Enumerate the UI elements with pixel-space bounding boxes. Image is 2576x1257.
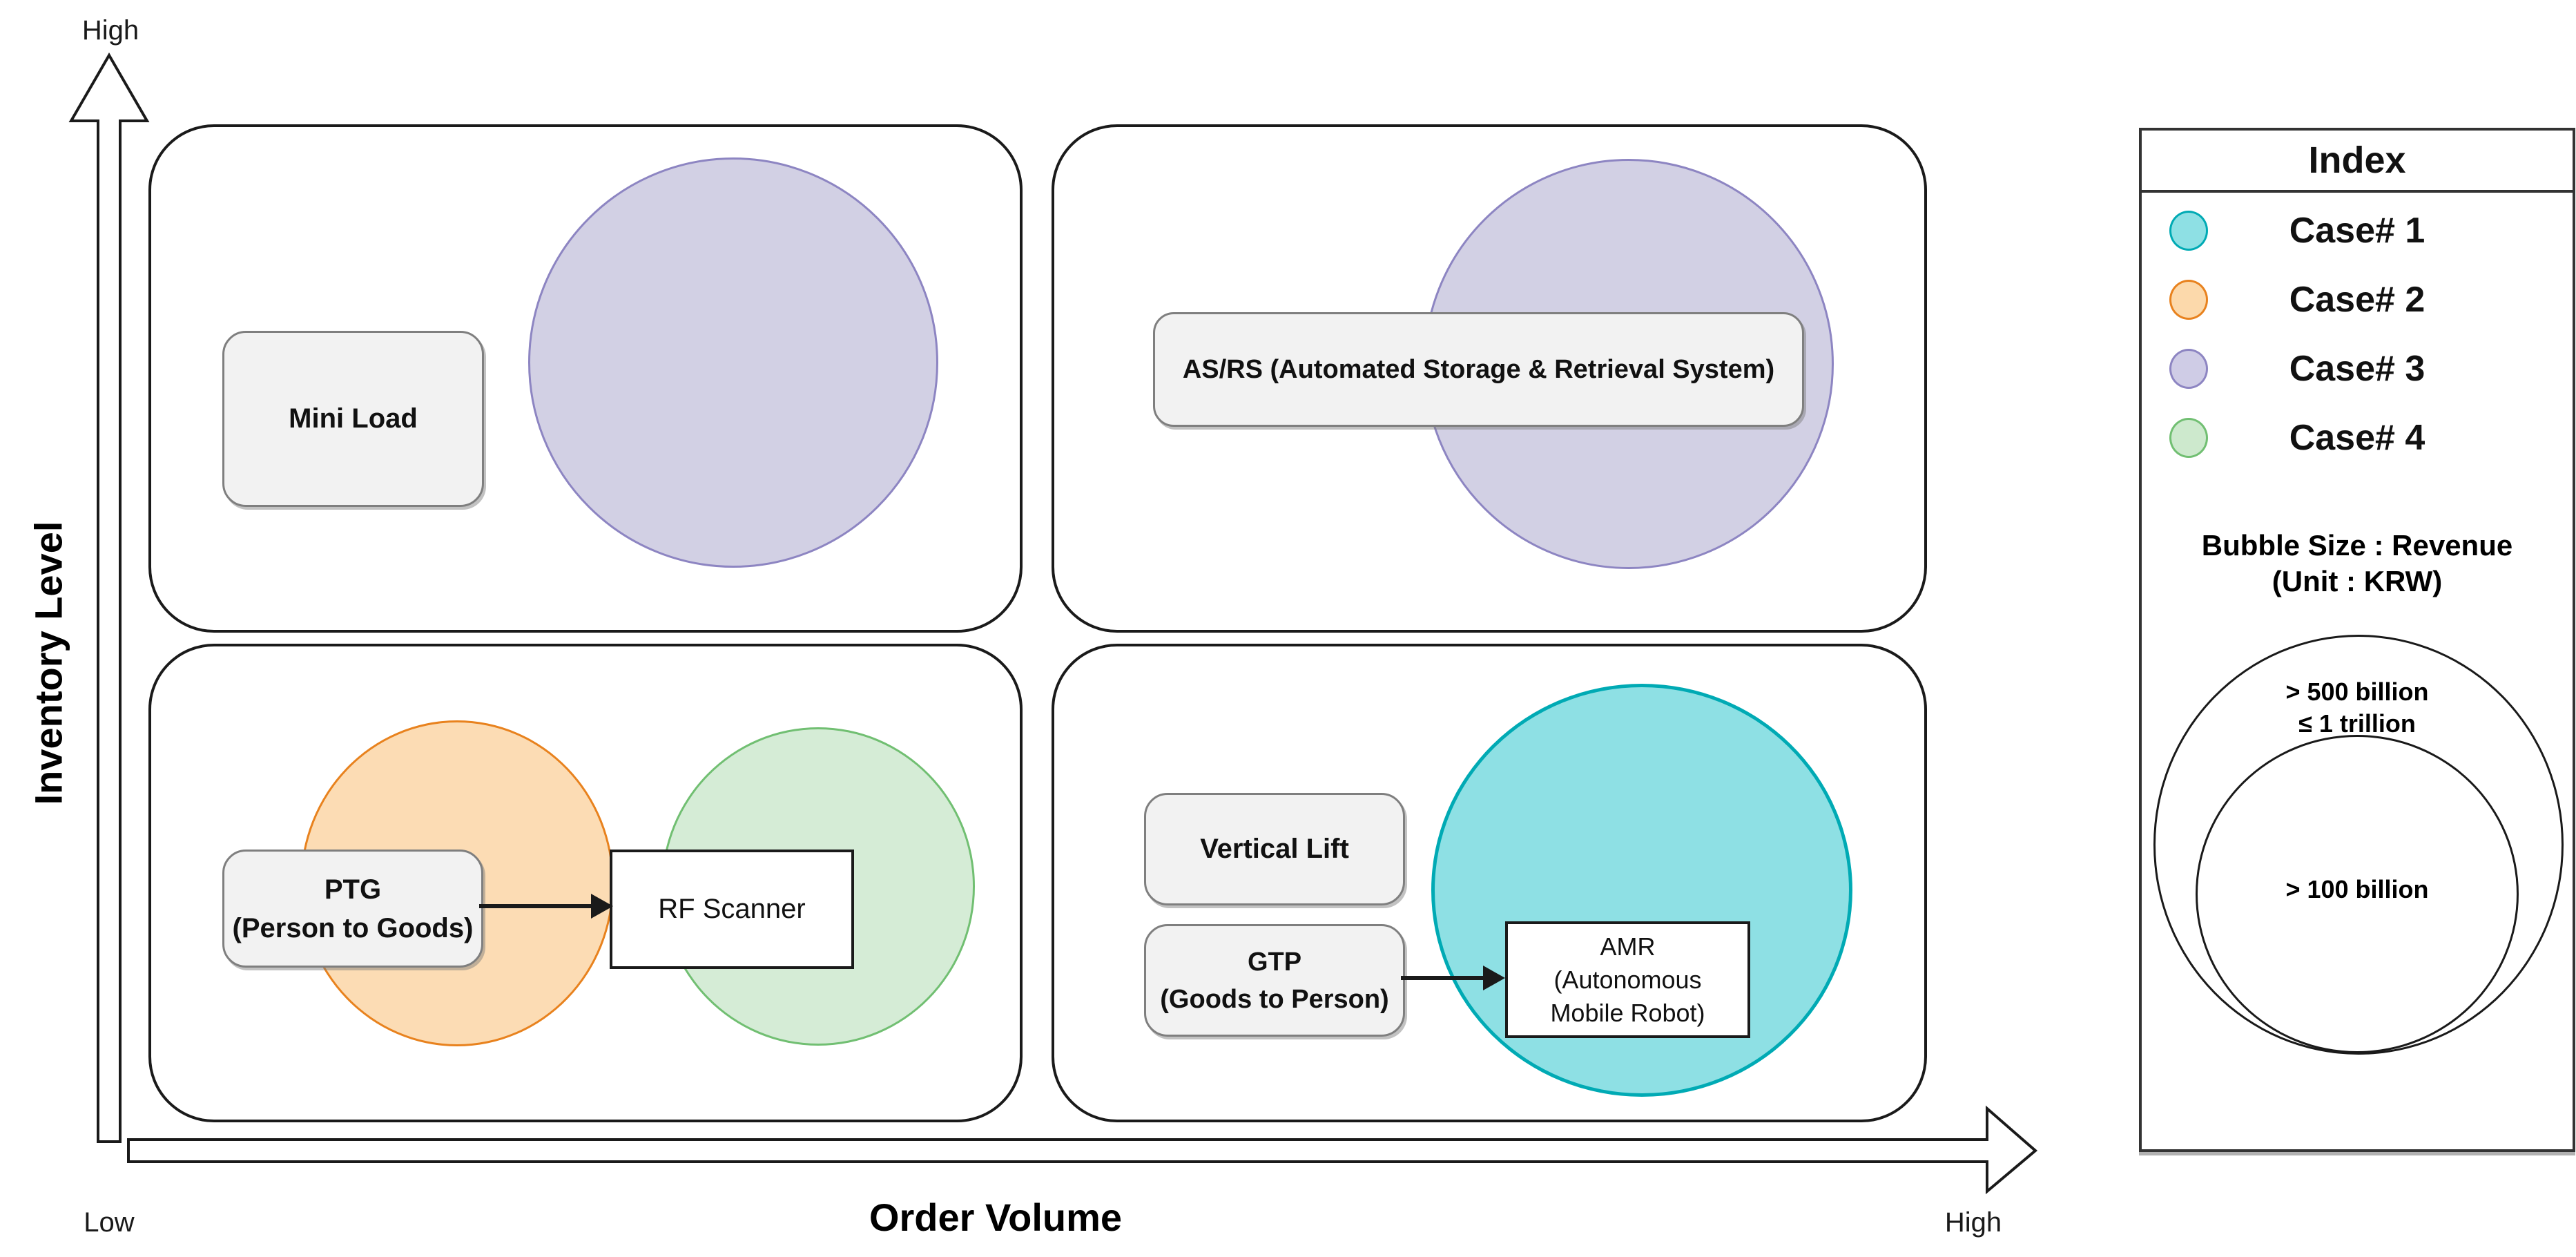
bubble-size-title-line1: Bubble Size : Revenue [2201,529,2513,562]
case-3-label: Case# 3 [2289,349,2425,389]
outer-size-label: > 500 billion ≤ 1 trillion [2142,676,2573,740]
case-1-label: Case# 1 [2289,211,2425,251]
legend-item-case-2: Case# 2 [2142,280,2573,321]
y-axis-arrow [68,52,150,1143]
asrs-label: AS/RS (Automated Storage & Retrieval Sys… [1182,354,1775,384]
y-axis-high-label: High [81,15,139,46]
case-2-swatch-icon [2169,280,2208,320]
x-axis-title: Order Volume [869,1196,1123,1239]
index-panel: Index Case# 1 Case# 2 Case# 3 Case# 4 Bu… [2139,128,2575,1152]
origin-low-label: Low [84,1207,135,1238]
gtp-box: GTP (Goods to Person) [1144,924,1405,1037]
outer-size-circle [2153,635,2564,1055]
x-axis-high-label: High [1944,1207,2002,1238]
vertical-lift-box: Vertical Lift [1144,793,1405,905]
case-4-label: Case# 4 [2289,418,2425,458]
index-panel-title: Index [2142,131,2573,193]
y-axis-title: Inventory Level [26,521,70,805]
legend-item-case-3: Case# 3 [2142,349,2573,390]
outer-size-label-line2: ≤ 1 trillion [2298,709,2416,738]
mini-load-box: Mini Load [222,331,484,507]
asrs-box: AS/RS (Automated Storage & Retrieval Sys… [1153,312,1804,427]
vertical-lift-label: Vertical Lift [1200,834,1349,864]
bubble-case3-top-left [528,157,938,568]
case-3-swatch-icon [2169,349,2208,389]
case-4-swatch-icon [2169,418,2208,458]
rf-scanner-label: RF Scanner [658,894,806,924]
amr-label-line1: AMR [1600,932,1656,961]
legend-item-case-1: Case# 1 [2142,211,2573,252]
gtp-label-line1: GTP [1247,947,1302,977]
legend-item-case-4: Case# 4 [2142,418,2573,459]
ptg-box: PTG (Person to Goods) [222,850,483,968]
mini-load-label: Mini Load [289,403,418,434]
quadrant-top-right [1052,124,1927,633]
amr-label-line2: (Autonomous [1553,965,1702,994]
outer-size-label-line1: > 500 billion [2285,678,2429,706]
inner-size-label: > 100 billion [2285,875,2429,903]
bubble-size-title: Bubble Size : Revenue (Unit : KRW) [2142,528,2573,599]
ptg-label-line1: PTG [324,874,382,905]
bubble-size-title-line2: (Unit : KRW) [2272,565,2443,597]
case-2-label: Case# 2 [2289,280,2425,320]
rf-scanner-box: RF Scanner [610,850,854,969]
quadrant-top-left [148,124,1023,633]
case-1-swatch-icon [2169,211,2208,251]
amr-label-line3: Mobile Robot) [1550,998,1705,1027]
ptg-label-line2: (Person to Goods) [232,912,474,943]
amr-box: AMR (Autonomous Mobile Robot) [1505,921,1750,1038]
gtp-label-line2: (Goods to Person) [1160,984,1389,1014]
inner-size-circle [2196,735,2519,1053]
